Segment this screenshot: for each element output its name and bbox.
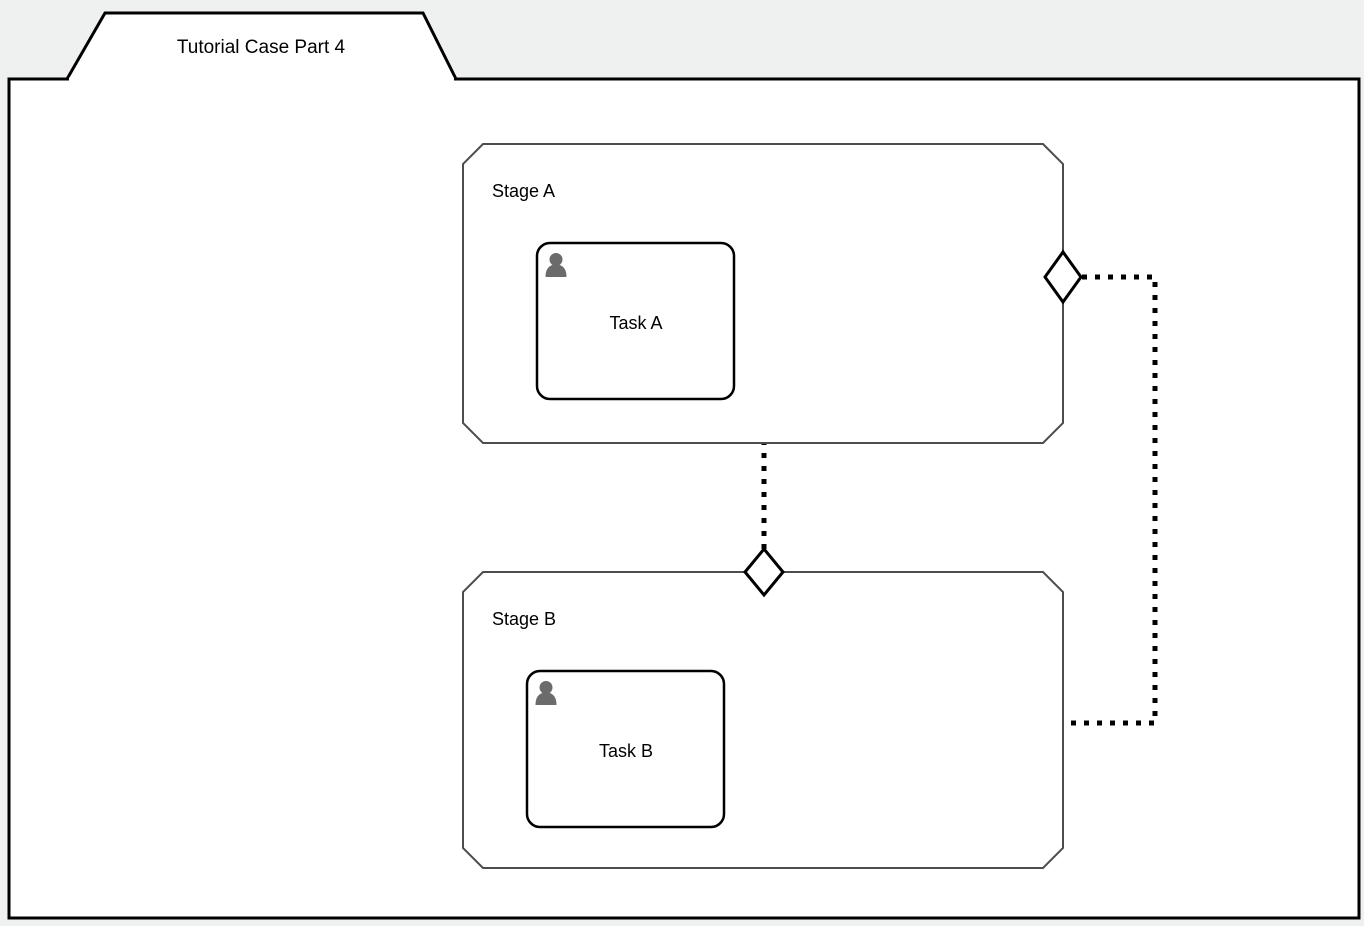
stage-b-label: Stage B bbox=[492, 609, 556, 629]
case-title: Tutorial Case Part 4 bbox=[177, 37, 346, 58]
stage-b[interactable]: Stage B Task B bbox=[462, 571, 1064, 869]
sentry-stage-a-exit[interactable] bbox=[1043, 249, 1083, 305]
stage-a-label: Stage A bbox=[492, 181, 555, 201]
sentry-stage-b-entry[interactable] bbox=[743, 546, 785, 598]
task-a[interactable]: Task A bbox=[535, 241, 736, 401]
person-icon bbox=[545, 253, 567, 277]
case-title-tab[interactable] bbox=[64, 11, 459, 81]
task-a-shape[interactable] bbox=[535, 241, 736, 401]
person-icon bbox=[535, 681, 557, 705]
task-a-label: Task A bbox=[609, 313, 662, 333]
task-b-label: Task B bbox=[599, 741, 653, 761]
task-b[interactable]: Task B bbox=[525, 669, 726, 829]
stage-a[interactable]: Stage A Task A bbox=[462, 143, 1064, 444]
task-b-shape[interactable] bbox=[525, 669, 726, 829]
